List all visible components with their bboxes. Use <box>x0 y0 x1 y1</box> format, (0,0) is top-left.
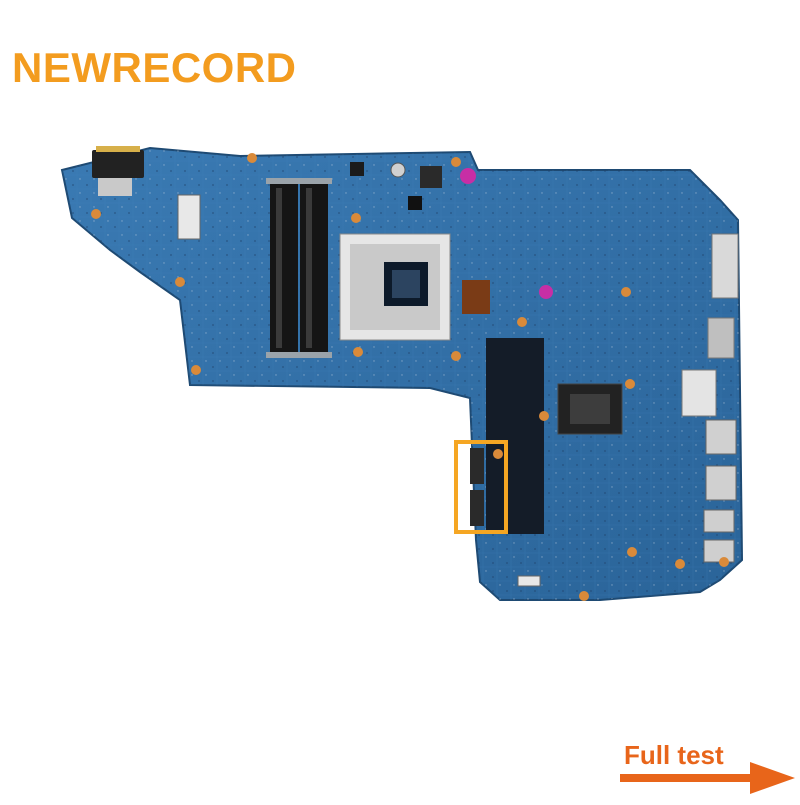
ram-slots <box>266 178 332 358</box>
ffc-connector <box>177 194 201 240</box>
mounting-holes <box>91 153 729 601</box>
shield-sticker <box>486 338 544 534</box>
chipset <box>557 383 623 435</box>
arrow-right-icon <box>620 762 795 794</box>
io-ports <box>681 233 739 563</box>
cpu-socket <box>339 233 451 341</box>
brand-title: NEWRECORD <box>12 44 297 91</box>
power-connector <box>92 146 144 196</box>
highlighted-connectors <box>454 440 508 534</box>
full-test-label: Full test <box>624 740 724 770</box>
